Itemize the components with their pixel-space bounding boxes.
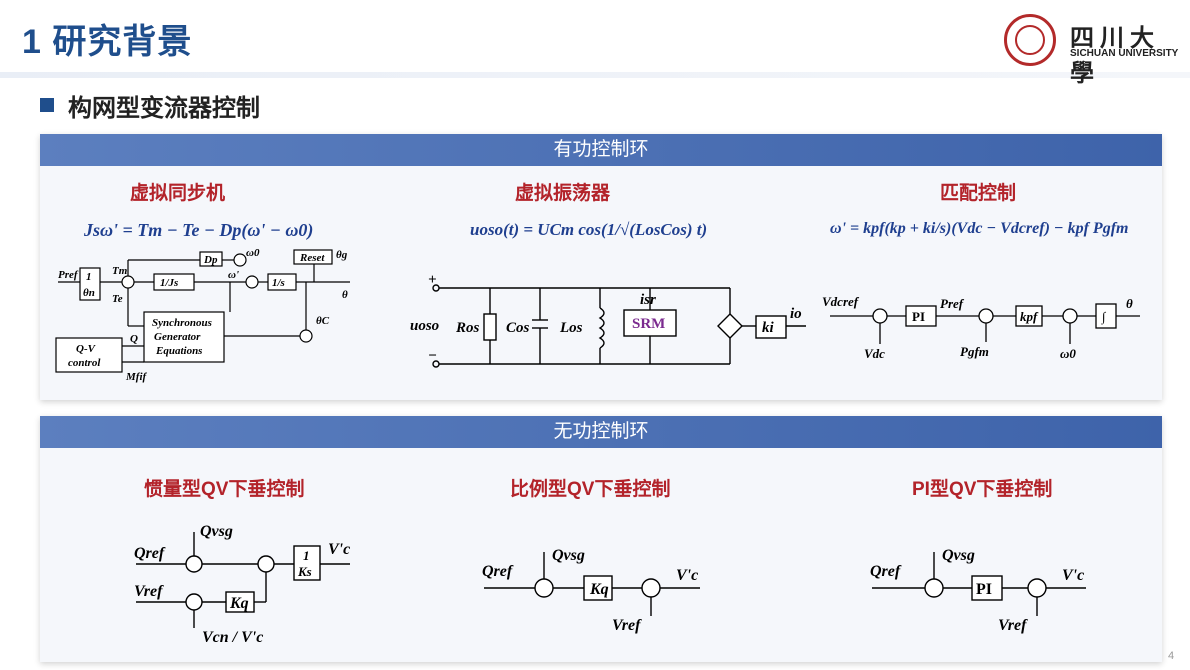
vo-equation: uoso(t) = UCm cos(1/√(LosCos) t): [470, 220, 708, 239]
vsg-theta-g: θg: [336, 249, 348, 261]
pi-qv-diagram: Qref Qvsg PI V'c Vref: [870, 547, 1086, 634]
vsg-s: 1/s: [272, 277, 285, 289]
vo-circuit-diagram: + − uoso Ros Cos Los isr SRM ki io: [410, 274, 806, 368]
vsg-omega0: ω0: [246, 247, 260, 259]
pqv-vref: Vref: [612, 617, 642, 634]
mc-pgfm: Pgfm: [960, 344, 989, 359]
iqv-qref: Qref: [134, 545, 166, 562]
piqv-vref: Vref: [998, 617, 1028, 634]
inertia-qv-title: 惯量型QV下垂控制: [144, 479, 305, 500]
section-title: 构网型变流器控制: [68, 95, 260, 122]
piqv-pi: PI: [976, 581, 992, 598]
header-divider: [0, 72, 1190, 78]
mc-kpf: kpf: [1020, 309, 1039, 324]
vsg-theta-n: θn: [83, 287, 95, 299]
mc-vdc: Vdc: [864, 346, 885, 361]
mc-pref: Pref: [940, 296, 965, 311]
vsg-block-diagram: Pref 1 θn Tm Te Dp ω0 Reset θg 1/Js ω' 1…: [55, 247, 350, 383]
iqv-ks: Ks: [297, 564, 312, 579]
pqv-kq: Kq: [589, 581, 609, 598]
vo-io: io: [790, 306, 802, 322]
mc-title: 匹配控制: [940, 183, 1017, 204]
vsg-omega: ω': [228, 269, 239, 281]
vo-srm: SRM: [632, 316, 665, 332]
page-title: 1 研究背景: [22, 23, 193, 61]
vsg-theta-c: θC: [316, 315, 330, 327]
vo-ki: ki: [762, 320, 775, 336]
iqv-vref: Vref: [134, 583, 164, 600]
mc-vdcref: Vdcref: [822, 294, 860, 309]
vsg-eqs: Equations: [155, 345, 202, 357]
reactive-power-panel: 无功控制环 惯量型QV下垂控制 比例型QV下垂控制 PI型QV下垂控制 Qref…: [40, 416, 1162, 662]
mc-block-diagram: Vdcref Vdc PI Pref Pgfm kpf ω0 ∫ θ: [822, 294, 1140, 361]
vsg-control: control: [68, 357, 101, 369]
vsg-qv: Q-V: [76, 343, 97, 355]
university-seal-icon: [1004, 14, 1056, 66]
vo-cos: Cos: [506, 320, 530, 336]
vsg-pref: Pref: [58, 269, 79, 281]
section-bullet-icon: [40, 98, 54, 112]
pi-qv-title: PI型QV下垂控制: [912, 479, 1053, 500]
vsg-mfif: Mfif: [125, 371, 148, 383]
iqv-kq: Kq: [229, 595, 249, 612]
pqv-qref: Qref: [482, 563, 514, 580]
mc-integral: ∫: [1101, 309, 1107, 325]
university-logo: 四川大學 SICHUAN UNIVERSITY: [1004, 14, 1184, 87]
vsg-tm: Tm: [112, 265, 128, 277]
iqv-qvsg: Qvsg: [200, 523, 233, 540]
vsg-gen: Generator: [154, 331, 201, 343]
vo-ros: Ros: [455, 320, 480, 336]
vsg-sync: Synchronous: [152, 317, 212, 329]
page-number: 4: [1168, 650, 1175, 662]
iqv-one: 1: [303, 548, 310, 563]
piqv-qvsg: Qvsg: [942, 547, 975, 564]
iqv-vcn: Vcn / V'c: [202, 629, 263, 646]
vo-minus: −: [428, 348, 437, 364]
vsg-dp: Dp: [203, 254, 218, 266]
inertia-qv-diagram: Qref Qvsg Vref Kq 1 Ks V'c Vcn / V'c: [134, 523, 350, 646]
reactive-power-bar: 无功控制环: [40, 416, 1162, 448]
vsg-title: 虚拟同步机: [130, 183, 226, 204]
prop-qv-title: 比例型QV下垂控制: [510, 479, 671, 500]
mc-omega0: ω0: [1060, 346, 1076, 361]
university-name-cn: 四川大學: [1070, 23, 1160, 87]
vo-uoso: uoso: [410, 318, 439, 334]
pqv-vc: V'c: [676, 567, 698, 584]
pqv-qvsg: Qvsg: [552, 547, 585, 564]
vo-los: Los: [559, 320, 583, 336]
vsg-reset: Reset: [299, 252, 325, 264]
prop-qv-diagram: Qref Qvsg Kq V'c Vref: [482, 547, 700, 634]
vsg-js: 1/Js: [160, 277, 178, 289]
mc-pi: PI: [912, 309, 925, 324]
vo-plus: +: [428, 274, 437, 288]
vo-isr: isr: [640, 292, 656, 308]
piqv-vc: V'c: [1062, 567, 1084, 584]
active-power-panel: 有功控制环 虚拟同步机 虚拟振荡器 匹配控制 Jsω' = Tm − Te − …: [40, 134, 1162, 400]
mc-theta: θ: [1126, 296, 1133, 311]
university-name-en: SICHUAN UNIVERSITY: [1070, 48, 1179, 59]
vsg-theta: θ: [342, 289, 348, 301]
piqv-qref: Qref: [870, 563, 902, 580]
vsg-one: 1: [86, 271, 92, 283]
iqv-vc: V'c: [328, 541, 350, 558]
vsg-q: Q: [130, 333, 138, 345]
vsg-equation: Jsω' = Tm − Te − Dp(ω' − ω0): [84, 220, 314, 240]
vo-title: 虚拟振荡器: [515, 183, 611, 204]
mc-equation: ω' = kpf(kp + ki/s)(Vdc − Vdcref) − kpf …: [830, 220, 1129, 237]
active-power-bar: 有功控制环: [40, 134, 1162, 166]
vsg-te: Te: [112, 293, 123, 305]
